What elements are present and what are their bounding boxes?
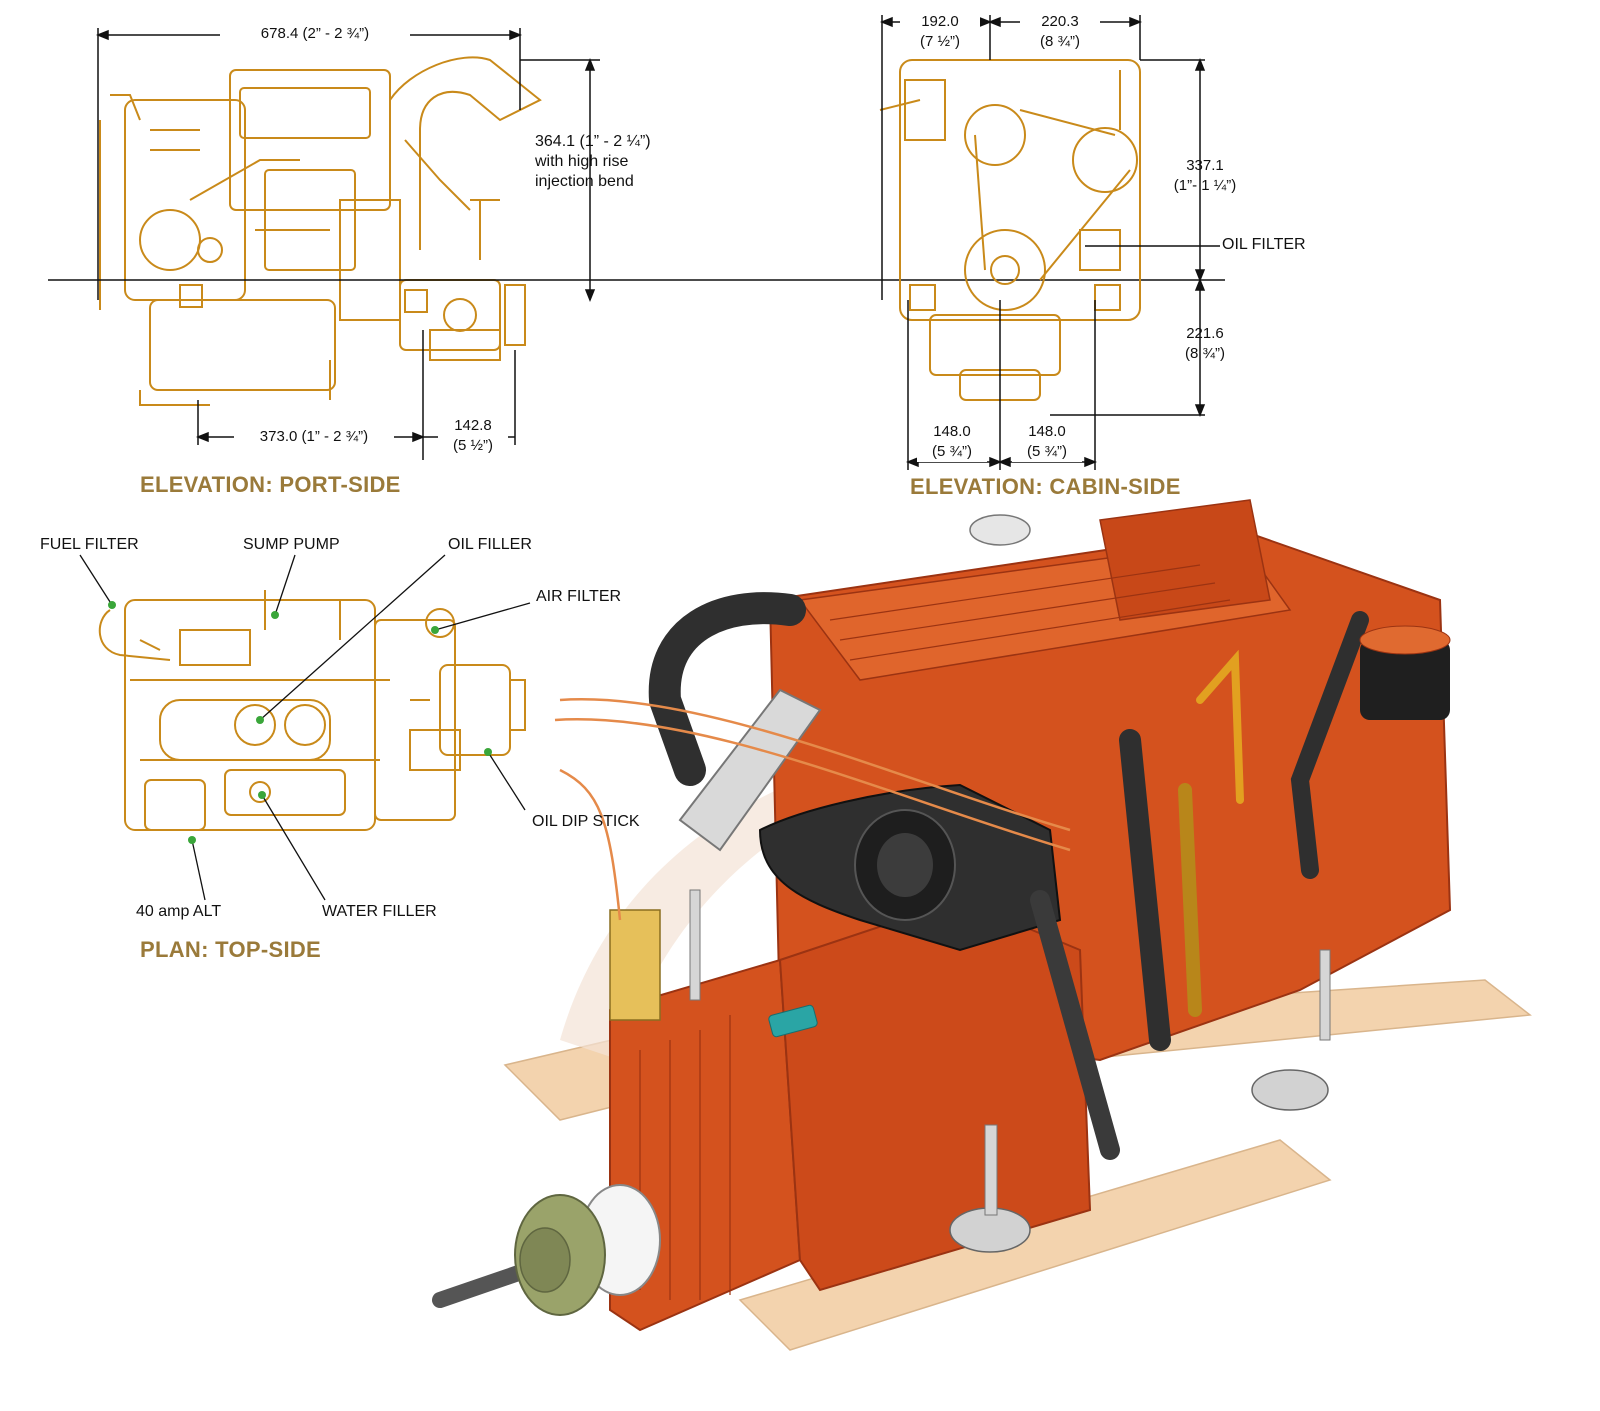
- water-filler-label: WATER FILLER: [322, 903, 437, 920]
- port-flange-dim: 142.8 (5 ½”): [438, 416, 508, 456]
- cabin-dimension-lines: [879, 15, 1220, 470]
- port-height-bend-dim: 364.1 (1” - 2 ¼”) with high rise injecti…: [535, 133, 651, 190]
- cabin-side-engine-drawing: [879, 59, 1141, 401]
- air-filter-label: AIR FILTER: [536, 588, 622, 605]
- coolant-hose: [648, 592, 806, 786]
- plan-pointer-lines: [79, 554, 531, 901]
- engine-illustration: [432, 499, 1532, 1351]
- cabin-upper-height-dim: 337.1 (1”- 1 ¼”): [1173, 157, 1237, 194]
- cabin-left-width-dim: 192.0 (7 ½”): [900, 12, 980, 52]
- alternator-label: 40 amp ALT: [136, 903, 222, 920]
- cabin-mount-left-dim: 148.0 (5 ¾”): [917, 422, 987, 462]
- port-mount-span-dim: 373.0 (1” - 2 ¾”): [234, 427, 394, 447]
- oil-dip-stick-label: OIL DIP STICK: [532, 813, 640, 830]
- port-side-engine-drawing: [99, 56, 542, 406]
- mount-board-front: [738, 1139, 1332, 1351]
- port-overall-length-dim: 678.4 (2” - 2 ¾”): [220, 24, 410, 44]
- cabin-right-width-dim: 220.3 (8 ¾”): [1020, 12, 1100, 52]
- plan-top-engine-drawing: [98, 590, 526, 831]
- sump-pump-label: SUMP PUMP: [243, 536, 340, 553]
- plan-top-side-title: PLAN: TOP-SIDE: [140, 937, 322, 962]
- port-side-title: ELEVATION: PORT-SIDE: [140, 472, 401, 497]
- oil-filler-label: OIL FILLER: [448, 536, 532, 553]
- cabin-side-title: ELEVATION: CABIN-SIDE: [910, 474, 1181, 499]
- plan-pointer-dots: [108, 601, 492, 844]
- oil-filter-label: OIL FILTER: [1222, 236, 1306, 253]
- fuel-filter-label: FUEL FILTER: [40, 536, 139, 553]
- cabin-mount-right-dim: 148.0 (5 ¾”): [1012, 422, 1082, 462]
- cabin-lower-height-dim: 221.6 (8 ¾”): [1184, 325, 1225, 362]
- port-dimension-lines: [95, 28, 600, 460]
- engine-mounts: [689, 889, 1331, 1253]
